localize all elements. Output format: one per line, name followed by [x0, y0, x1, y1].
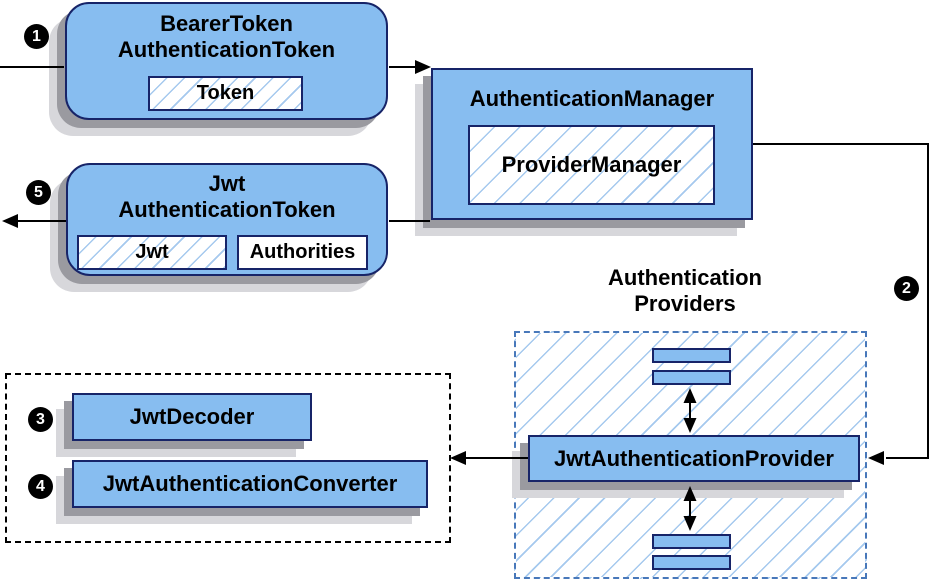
authentication-providers-title-line2: Providers: [634, 291, 736, 316]
jwt-token-title-line1: Jwt: [208, 171, 246, 196]
jwt-token-title-line2: AuthenticationToken: [118, 197, 336, 222]
bearer-token-authentication-token-box: BearerToken AuthenticationToken Token: [65, 2, 388, 120]
authorities-chip: Authorities: [237, 235, 368, 270]
authentication-providers-area: JwtAuthenticationProvider: [514, 331, 867, 579]
provider-placeholder-bar: [652, 370, 731, 385]
step-4-badge: 4: [28, 474, 53, 499]
step-1-badge: 1: [24, 24, 49, 49]
jwt-token-box-title: Jwt AuthenticationToken: [68, 171, 386, 223]
authentication-providers-title-line1: Authentication: [608, 265, 762, 290]
authentication-manager-title: AuthenticationManager: [469, 86, 715, 111]
arrowhead-outgoing-left: [2, 214, 18, 228]
arrowhead-into-provider: [868, 451, 884, 465]
provider-placeholder-bar: [652, 534, 731, 549]
step-2-badge: 2: [894, 276, 919, 301]
step-3-badge: 3: [28, 407, 53, 432]
jwt-authentication-converter-box: JwtAuthenticationConverter: [72, 460, 428, 508]
jwt-authentication-token-box: Jwt AuthenticationToken Jwt Authorities: [66, 163, 388, 276]
provider-placeholder-bar: [652, 348, 731, 363]
arrowhead-into-manager: [415, 60, 431, 74]
jwt-resolver-area: JwtDecoder JwtAuthenticationConverter: [5, 373, 451, 543]
bearer-token-title-line2: AuthenticationToken: [117, 37, 336, 62]
step-5-badge: 5: [26, 180, 51, 205]
authentication-providers-title: Authentication Providers: [565, 265, 805, 317]
bearer-token-box-title: BearerToken AuthenticationToken: [67, 11, 386, 63]
arrowhead-into-resolver: [450, 451, 466, 465]
provider-placeholder-bar: [652, 555, 731, 570]
bearer-token-title-line1: BearerToken: [160, 11, 293, 36]
token-chip: Token: [148, 76, 303, 111]
jwt-decoder-box: JwtDecoder: [72, 393, 312, 441]
authentication-manager-box: AuthenticationManager ProviderManager: [431, 68, 753, 220]
provider-manager-chip: ProviderManager: [468, 125, 715, 205]
jwt-chip: Jwt: [77, 235, 227, 270]
jwt-authentication-provider-box: JwtAuthenticationProvider: [528, 435, 860, 482]
